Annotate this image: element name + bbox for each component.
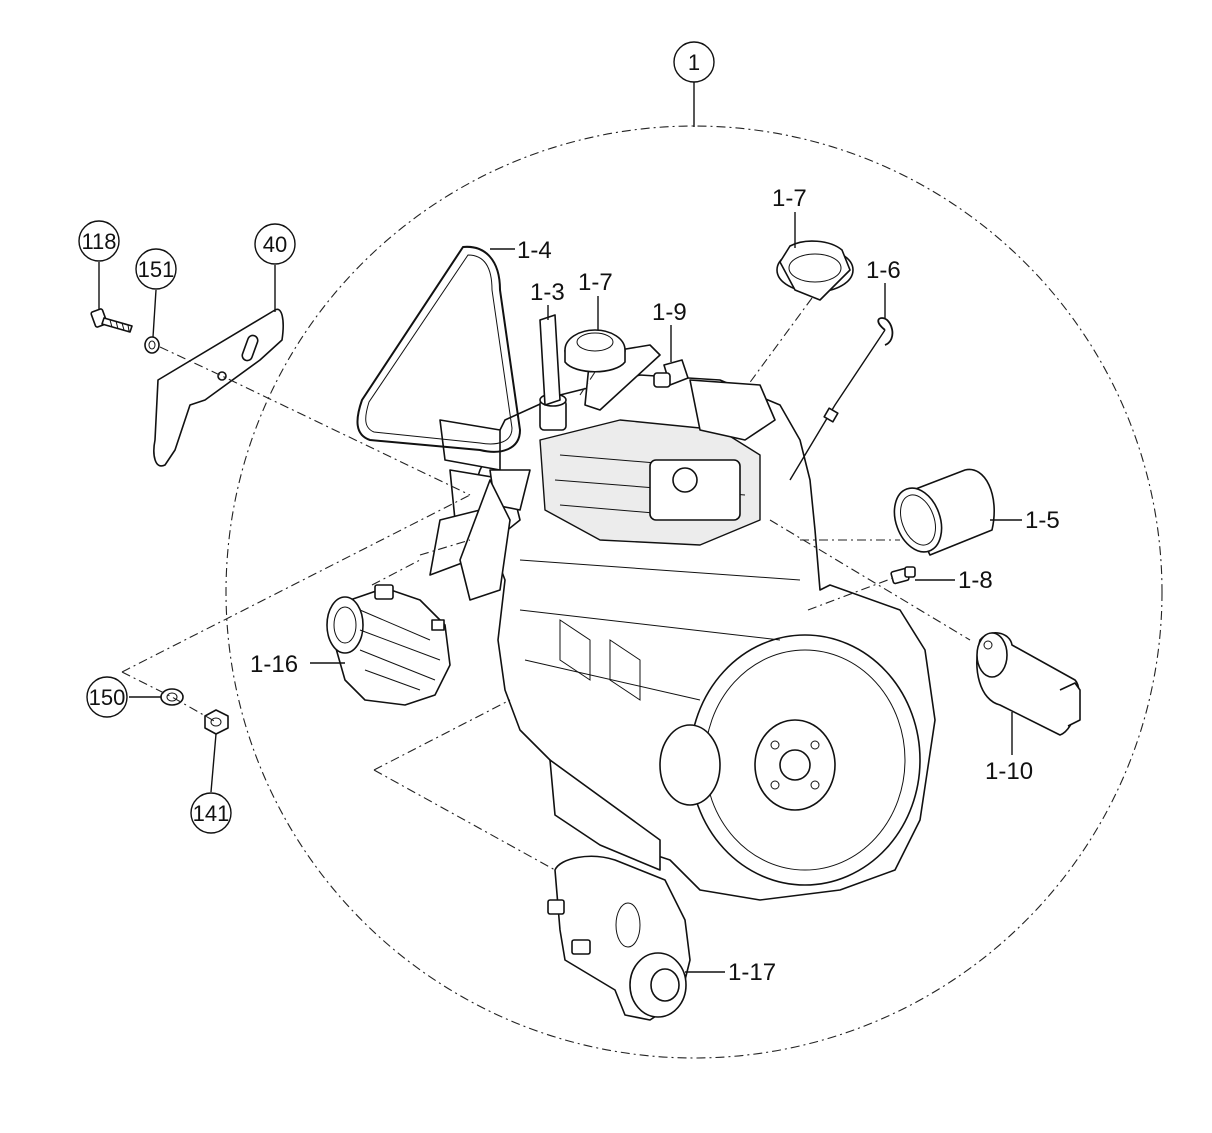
exhaust-muffler-part[interactable] xyxy=(976,632,1081,736)
dipstick-part[interactable] xyxy=(823,317,894,423)
callout-40-text: 40 xyxy=(263,232,287,257)
alignment-lines xyxy=(121,297,971,871)
engine-block[interactable] xyxy=(429,314,936,901)
bolt-part[interactable] xyxy=(90,308,133,333)
label-1-7-top: 1-7 xyxy=(772,185,807,212)
nut-part[interactable] xyxy=(204,709,229,735)
oil-filler-cap-part[interactable] xyxy=(564,329,626,373)
oil-pressure-sensor-part[interactable] xyxy=(653,359,689,388)
callout-118[interactable]: 118 xyxy=(78,220,120,262)
callout-40[interactable]: 40 xyxy=(254,223,296,265)
callout-151-text: 151 xyxy=(138,257,175,282)
radiator-cap-part[interactable] xyxy=(776,240,854,301)
washer-150-part[interactable] xyxy=(160,688,184,706)
leader-lines xyxy=(98,212,1022,973)
washer-151-part[interactable] xyxy=(144,336,160,354)
callout-141-text: 141 xyxy=(193,801,230,826)
oil-filter-part[interactable] xyxy=(886,468,995,558)
callout-assembly-1-text: 1 xyxy=(688,50,700,75)
label-1-16: 1-16 xyxy=(250,651,298,678)
callout-150[interactable]: 150 xyxy=(86,676,128,718)
callout-assembly-1[interactable]: 1 xyxy=(673,41,715,127)
label-1-10: 1-10 xyxy=(985,758,1033,785)
label-1-7-center: 1-7 xyxy=(578,269,613,296)
label-1-4: 1-4 xyxy=(517,237,552,264)
label-1-17: 1-17 xyxy=(728,959,776,986)
label-1-5: 1-5 xyxy=(1025,507,1060,534)
starter-motor-part[interactable] xyxy=(547,855,691,1021)
assembly-boundary-circle xyxy=(225,125,1163,1059)
label-1-6: 1-6 xyxy=(866,257,901,284)
mounting-bracket-part[interactable] xyxy=(153,308,284,467)
callout-141[interactable]: 141 xyxy=(190,792,232,834)
callout-151[interactable]: 151 xyxy=(135,248,177,290)
water-temp-sensor-part[interactable] xyxy=(890,566,916,585)
label-1-8: 1-8 xyxy=(958,567,993,594)
label-1-9: 1-9 xyxy=(652,299,687,326)
alternator-part[interactable] xyxy=(326,584,451,706)
callout-150-text: 150 xyxy=(89,685,126,710)
callout-118-text: 118 xyxy=(81,229,116,254)
label-1-3: 1-3 xyxy=(530,279,565,306)
v-belt-part[interactable] xyxy=(356,245,521,453)
